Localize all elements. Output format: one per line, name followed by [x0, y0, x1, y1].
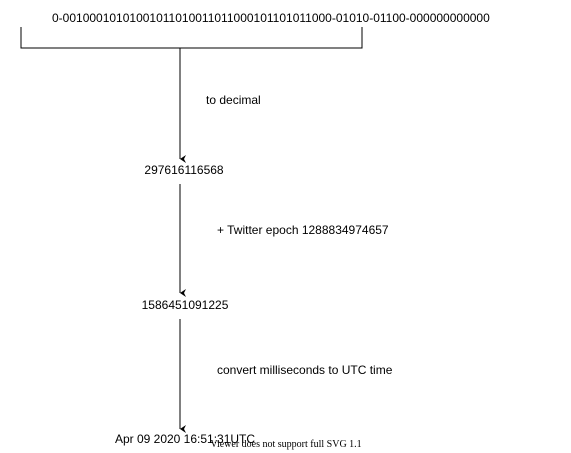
edge-label-add-epoch: + Twitter epoch 1288834974657	[217, 223, 389, 237]
edge-label-convert: convert milliseconds to UTC time	[217, 363, 393, 377]
svg-support-note: Viewer does not support full SVG 1.1	[210, 439, 362, 450]
decimal-value: 297616116568	[144, 163, 224, 177]
bit-range-bracket	[20, 27, 363, 49]
snowflake-id-bits: 0-00100010101001011010011011000101101011…	[52, 11, 490, 25]
epoch-milliseconds-value: 1586451091225	[141, 298, 229, 312]
edge-label-to-decimal: to decimal	[206, 93, 261, 107]
utc-time-value: Apr 09 2020 16:51:31UTC	[114, 432, 256, 446]
